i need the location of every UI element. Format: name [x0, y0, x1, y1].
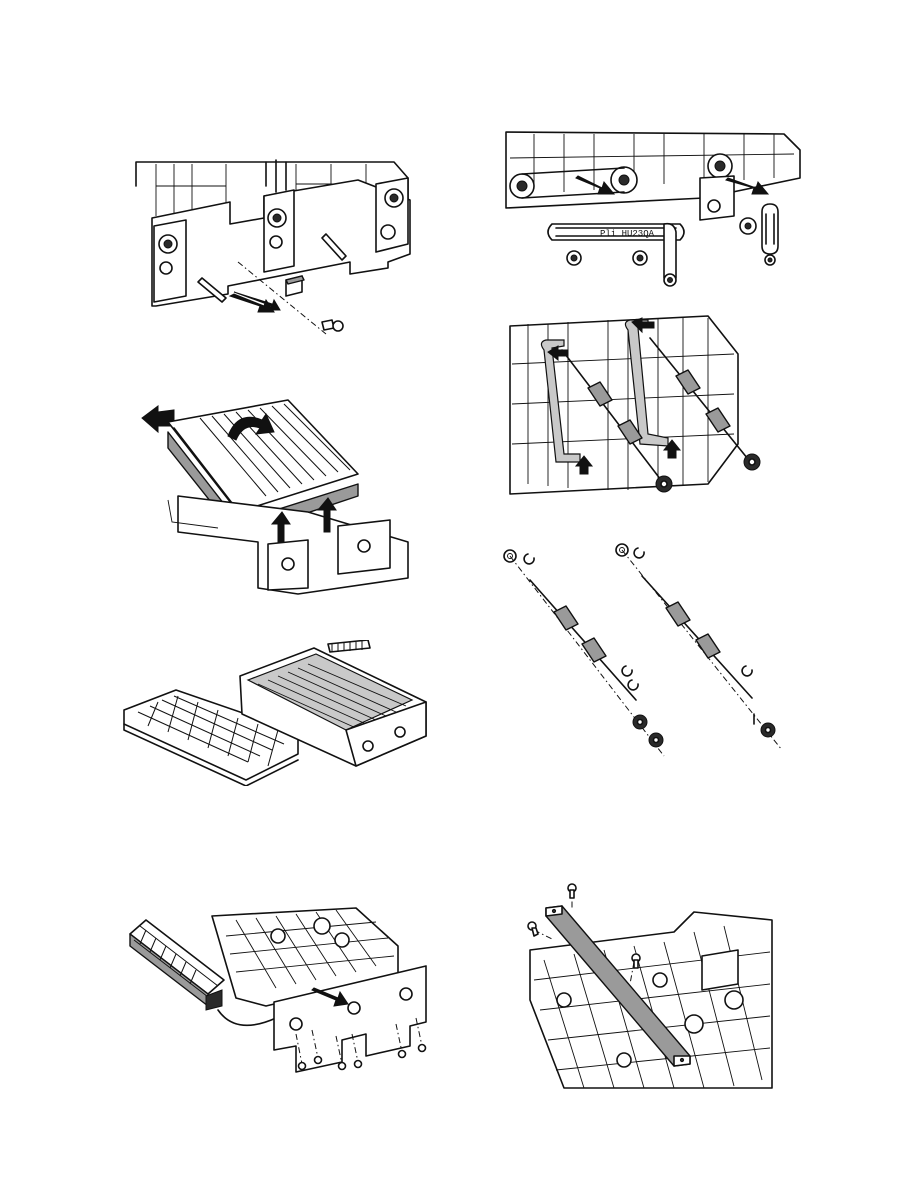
lift-arrow-icon	[142, 406, 174, 432]
upper-guide-drawing	[138, 392, 410, 598]
side-frame-drawing	[126, 156, 414, 340]
transport-unit-drawing	[118, 640, 436, 786]
figure-belt-pulley-removal: Pli HU23QA	[504, 128, 804, 298]
exploded-shaft-left	[504, 550, 664, 756]
figure-transport-unit-separated	[118, 640, 436, 786]
figure-upper-guide-lift-off	[138, 392, 410, 598]
figure-stay-plate-removal	[524, 880, 774, 1090]
stay-plate-drawing	[524, 880, 774, 1090]
belt-label: Pli HU23QA	[600, 229, 655, 239]
belt-pulley-drawing: Pli HU23QA	[504, 128, 804, 298]
roller-shaft-drawing	[508, 314, 770, 496]
front-plate-drawing	[126, 906, 440, 1084]
figure-front-plate-removal	[126, 906, 440, 1084]
figure-side-frame-bracket-removal	[126, 156, 414, 340]
roller-shaft-exploded-drawing	[500, 540, 784, 766]
figure-roller-shaft-exploded	[500, 540, 784, 766]
figure-roller-shaft-removal	[508, 314, 770, 496]
